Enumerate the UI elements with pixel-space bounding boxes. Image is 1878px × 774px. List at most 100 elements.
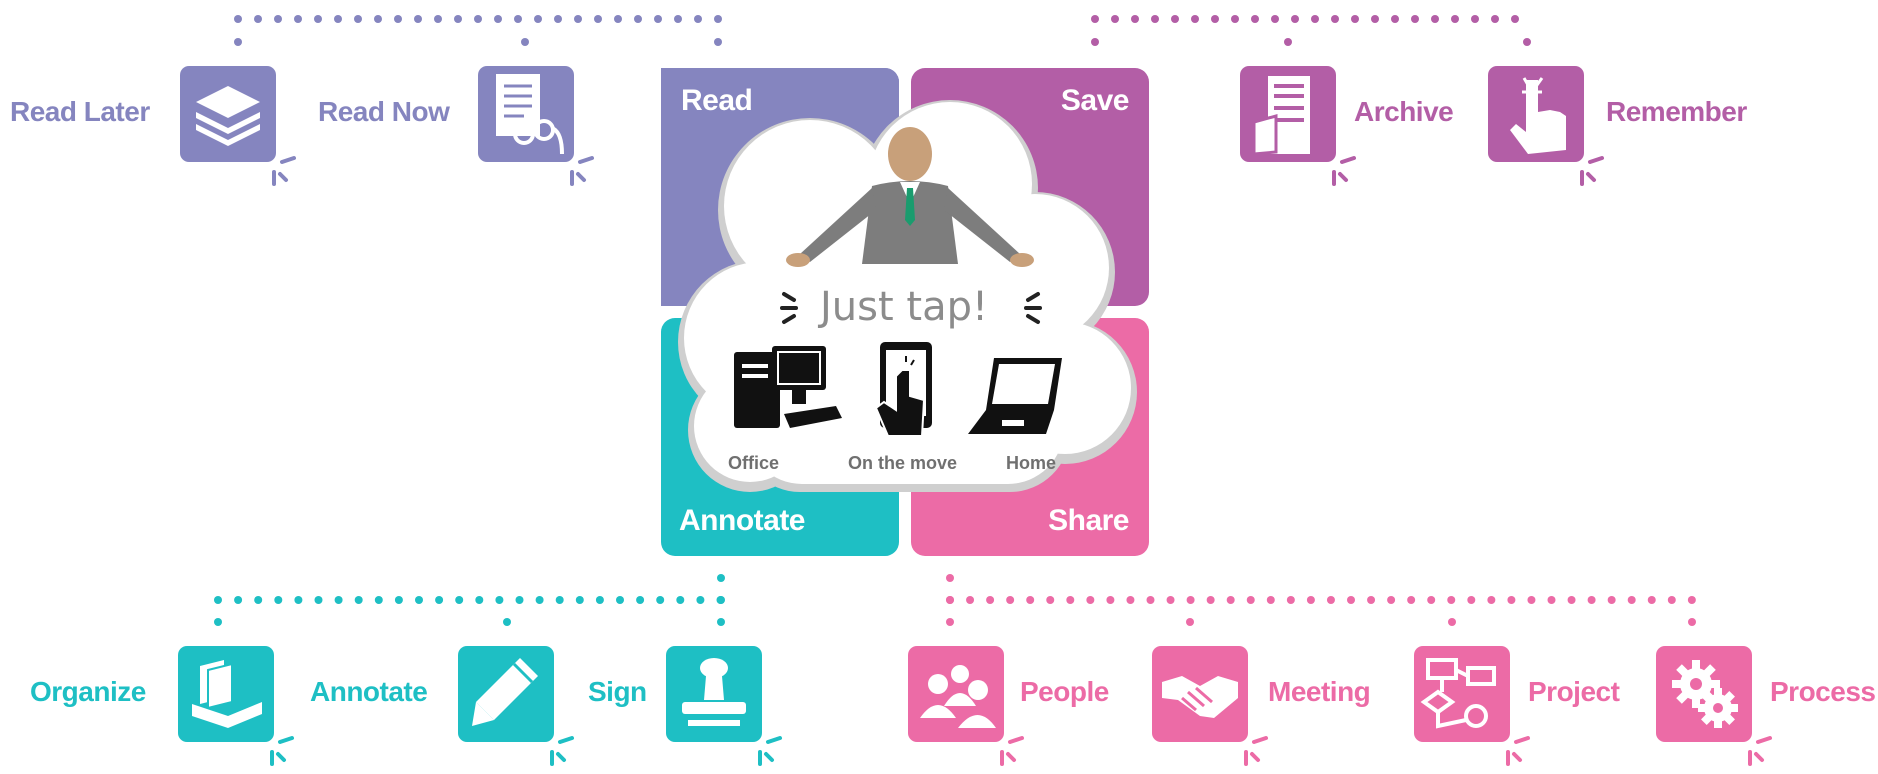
connector-dot — [1471, 15, 1479, 23]
connector-dot — [394, 15, 402, 23]
tap-mark-icon — [270, 736, 294, 766]
tap-burst-right-icon — [1024, 292, 1042, 324]
connector-dot — [1151, 15, 1159, 23]
connector-dot — [595, 596, 604, 604]
connector-dot — [234, 596, 243, 604]
flowchart-icon — [1420, 658, 1496, 729]
meeting-label: Meeting — [1268, 676, 1371, 707]
connector-dot — [1291, 15, 1299, 23]
connector-dot — [1331, 15, 1339, 23]
read-later-label: Read Later — [10, 96, 150, 127]
annotate-tile[interactable] — [458, 646, 554, 742]
connector-dot — [1667, 596, 1676, 604]
device-label-on-the-move: On the move — [848, 453, 958, 473]
connector-dot — [1191, 15, 1199, 23]
connector-dot — [515, 596, 524, 604]
share-quadrant-label: Share — [1048, 504, 1129, 537]
connector-dot — [434, 15, 442, 23]
connector-dot — [594, 15, 602, 23]
connector-dot — [694, 15, 702, 23]
tablet-touch-icon — [874, 342, 932, 437]
connector-dot — [1126, 596, 1135, 604]
connector-dot — [1231, 15, 1239, 23]
tap-mark-icon — [1506, 736, 1530, 766]
share-connectors — [946, 574, 1696, 626]
sign-label: Sign — [588, 676, 647, 707]
connector-dot — [1607, 596, 1616, 604]
read-quadrant-label: Read — [681, 84, 753, 117]
device-label-home: Home — [1006, 453, 1057, 473]
connector-dot — [314, 596, 323, 604]
connector-dot — [1251, 15, 1259, 23]
tap-mark-icon — [1244, 736, 1268, 766]
remember-tile[interactable] — [1488, 66, 1584, 162]
connector-dot — [1206, 596, 1215, 604]
connector-dot — [1046, 596, 1055, 604]
connector-dot — [1306, 596, 1315, 604]
connector-dot — [414, 15, 422, 23]
connector-dot — [674, 15, 682, 23]
people-tile[interactable] — [908, 646, 1004, 742]
tap-mark-icon — [550, 736, 574, 766]
connector-dot — [294, 596, 303, 604]
connector-dot — [1567, 596, 1576, 604]
archive-tile[interactable] — [1240, 66, 1336, 162]
connector-dot — [714, 15, 722, 23]
finger-string-icon — [1510, 77, 1566, 154]
meeting-tile[interactable] — [1152, 646, 1248, 742]
process-tile[interactable] — [1656, 646, 1752, 742]
connector-dot — [535, 596, 544, 604]
center-cloud[interactable]: Just tap! Office On the move Home — [670, 88, 1140, 506]
organize-tile[interactable] — [178, 646, 274, 742]
connector-dot — [415, 596, 423, 604]
remember-label: Remember — [1606, 96, 1747, 127]
connector-dot — [1411, 15, 1419, 23]
read-later-tile[interactable] — [180, 66, 276, 162]
connector-dot — [274, 15, 282, 23]
connector-dot — [254, 596, 263, 604]
connector-dot — [374, 596, 383, 604]
connector-dot — [1066, 596, 1075, 604]
connector-dot — [1006, 596, 1015, 604]
tray-stack-icon — [196, 86, 260, 146]
connector-dot — [234, 15, 242, 23]
connector-dot — [1387, 596, 1396, 604]
connector-dot — [274, 596, 283, 604]
connector-dot — [634, 15, 642, 23]
connector-dot — [214, 596, 222, 604]
read-now-tile[interactable] — [478, 66, 574, 162]
connector-dot — [1246, 596, 1255, 604]
connector-dot — [1547, 596, 1556, 604]
archive-label: Archive — [1354, 96, 1454, 127]
connector-dot — [1286, 596, 1295, 604]
connector-dot — [636, 596, 645, 604]
connector-dot — [1511, 15, 1519, 23]
connector-dot — [696, 596, 705, 604]
connector-dot — [1391, 15, 1399, 23]
project-tile[interactable] — [1414, 646, 1510, 742]
connector-dot — [574, 15, 582, 23]
save-quadrant-label: Save — [1060, 84, 1130, 117]
connector-dot — [1266, 596, 1275, 604]
people-label: People — [1020, 676, 1109, 707]
tap-mark-icon — [1580, 156, 1604, 186]
connector-dot — [1371, 15, 1379, 23]
connector-dot — [1347, 596, 1355, 604]
annotate-label: Annotate — [310, 676, 428, 707]
tap-burst-left-icon — [780, 292, 798, 324]
connector-dot — [334, 15, 342, 23]
desktop-computer-icon — [734, 346, 842, 428]
connector-dot — [1627, 596, 1636, 604]
connector-dot — [354, 15, 362, 23]
sign-tile[interactable] — [666, 646, 762, 742]
connector-dot — [1431, 15, 1439, 23]
connector-dot — [1311, 15, 1319, 23]
connector-dot — [1186, 596, 1195, 604]
connector-dot — [514, 15, 522, 23]
connector-dot — [1226, 596, 1235, 604]
connector-dot — [1211, 15, 1219, 23]
connector-dot — [555, 596, 564, 604]
project-label: Project — [1528, 676, 1620, 707]
gears-icon — [1672, 660, 1738, 728]
annotate-connectors — [214, 574, 725, 626]
